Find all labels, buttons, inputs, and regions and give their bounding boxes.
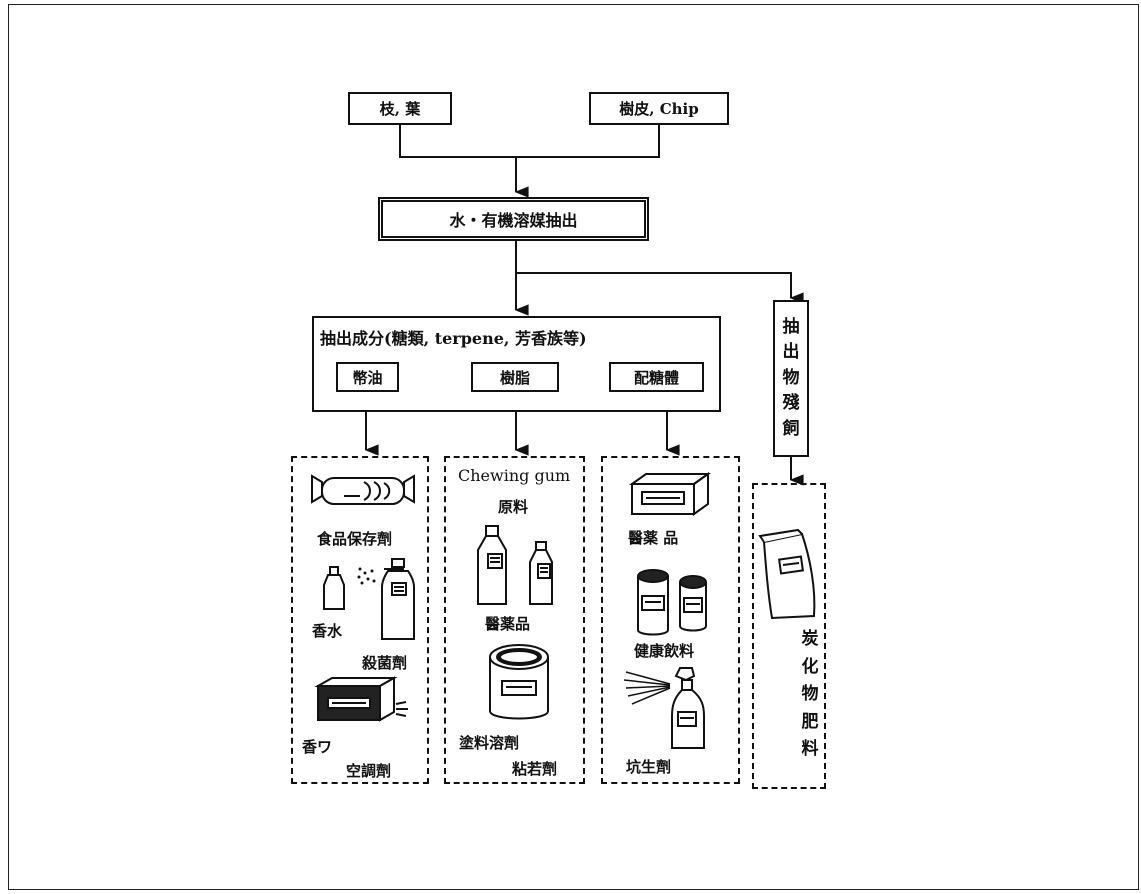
col3-medicine-label: 醫薬 品 [628, 527, 678, 548]
col2-medicine-label: 醫薬品 [485, 613, 530, 634]
residue-char-3: 物 [783, 369, 800, 389]
fertilizer-char-4: 肥 [802, 713, 819, 733]
charcoal-fertilizer-label: 炭 化 物 肥 料 [798, 630, 822, 760]
food-package-icon [308, 472, 418, 514]
health-drink-label: 健康飲料 [634, 640, 694, 661]
source-bark-chip-label: 樹皮, Chip [619, 98, 698, 119]
paint-can-icon [484, 641, 554, 723]
extracted-components-title: 抽出成分(糖類, terpene, 芳香族等) [320, 325, 587, 349]
antibiotic-spray-bottle-icon [666, 666, 710, 752]
raw-material-label: 原料 [498, 496, 528, 517]
spray-can-icon [378, 557, 422, 645]
sterilizer-label: 殺菌劑 [362, 652, 407, 673]
air-conditioner-icon [310, 676, 410, 726]
chewing-gum-label: Chewing gum [458, 466, 570, 485]
component-essential-oil-box: 幣油 [336, 362, 399, 392]
source-branches-leaves-box: 枝, 葉 [348, 92, 452, 125]
air-conditioner-agent-label: 空調劑 [346, 760, 391, 781]
drink-can-large-icon [632, 568, 674, 638]
component-glycoside-label: 配糖體 [634, 367, 679, 388]
extraction-process-label: 水・有機溶媒抽出 [449, 207, 577, 231]
component-resin-label: 樹脂 [500, 367, 530, 388]
antibiotic-label: 坑生劑 [626, 756, 671, 777]
perfume-label: 香水 [312, 620, 342, 641]
extraction-residue-box: 抽 出 物 殘 飼 [773, 300, 809, 457]
source-branches-leaves-label: 枝, 葉 [380, 98, 420, 119]
fertilizer-char-3: 物 [802, 685, 819, 705]
component-resin-box: 樹脂 [471, 362, 559, 392]
source-merge-line [400, 123, 659, 157]
fertilizer-bag-icon [758, 528, 822, 624]
paint-solvent-label: 塗料溶劑 [459, 732, 519, 753]
component-essential-oil-label: 幣油 [352, 367, 382, 388]
drink-can-small-icon [676, 574, 712, 634]
small-bottle-icon [526, 540, 558, 608]
residue-char-5: 飼 [783, 420, 800, 440]
medicine-box-icon [626, 470, 714, 518]
fertilizer-char-2: 化 [802, 658, 819, 678]
extraction-to-residue-arrow [516, 273, 791, 298]
fertilizer-char-5: 料 [802, 740, 819, 760]
residue-char-4: 殘 [783, 394, 800, 414]
fragrance-label: 香ワ [302, 736, 332, 757]
adhesive-label: 粘若劑 [512, 758, 557, 779]
antibiotic-spray-mist-icon [622, 670, 672, 706]
residue-char-1: 抽 [783, 318, 800, 338]
extraction-process-box: 水・有機溶媒抽出 [378, 197, 649, 241]
residue-char-2: 出 [783, 343, 800, 363]
perfume-bottle-icon [318, 565, 352, 613]
source-bark-chip-box: 樹皮, Chip [589, 92, 729, 125]
component-glycoside-box: 配糖體 [609, 362, 704, 392]
large-bottle-icon [474, 524, 514, 608]
food-preservative-label: 食品保存劑 [317, 528, 392, 549]
fertilizer-char-1: 炭 [802, 630, 819, 650]
